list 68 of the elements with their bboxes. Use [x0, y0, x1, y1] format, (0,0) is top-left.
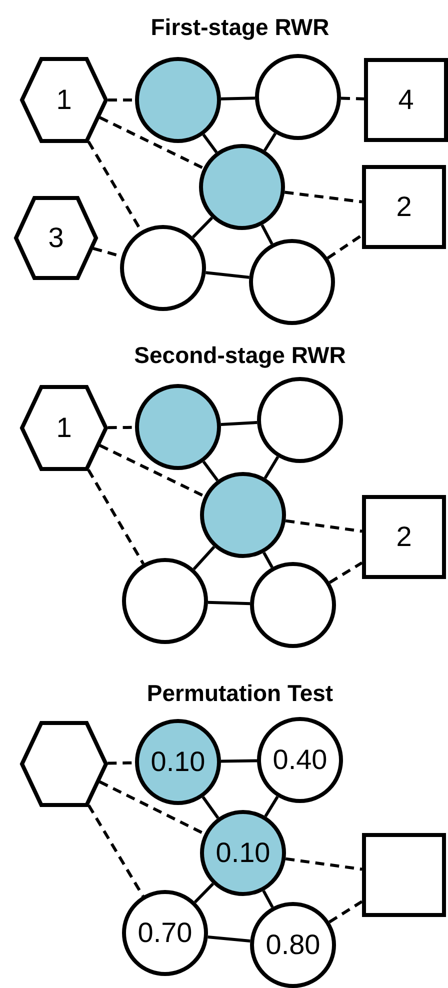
- panel-title: Permutation Test: [146, 680, 334, 707]
- square-node: [362, 833, 446, 917]
- connector-line: [220, 759, 258, 763]
- connector-line: [262, 552, 274, 568]
- hexagon-node: [20, 57, 108, 143]
- circle-node: [249, 239, 335, 325]
- connector-line: [202, 134, 218, 154]
- dashed-line: [99, 444, 205, 498]
- dashed-line: [326, 234, 363, 260]
- circle-node: [250, 562, 336, 648]
- connector-line: [208, 600, 250, 606]
- dashed-line: [285, 519, 362, 533]
- panel-title: First-stage RWR: [150, 14, 330, 41]
- circle-node: [120, 225, 206, 311]
- circle-node: [200, 810, 286, 896]
- hexagon-node: [14, 196, 98, 280]
- connector-line: [264, 456, 280, 479]
- hexagon-node: [20, 385, 108, 471]
- panel-title: Second-stage RWR: [134, 342, 346, 369]
- node-label: 4: [398, 84, 414, 116]
- node-label: 0.10: [150, 746, 206, 778]
- dashed-line: [108, 98, 135, 102]
- connector-line: [202, 796, 220, 819]
- hexagon-node: [20, 721, 108, 807]
- dashed-line: [98, 780, 206, 836]
- dashed-line: [340, 96, 364, 100]
- node-label: 0.70: [138, 917, 192, 949]
- circle-node: [200, 472, 286, 558]
- connector-line: [206, 271, 250, 279]
- connector-line: [194, 882, 214, 904]
- connector-line: [192, 216, 214, 238]
- node-label: 0.10: [216, 837, 270, 869]
- square-node: [364, 58, 448, 142]
- connector-line: [263, 132, 277, 152]
- node-label: 3: [48, 222, 64, 254]
- dashed-line: [99, 116, 204, 170]
- connector-line: [260, 224, 274, 245]
- circle-node: [135, 719, 221, 805]
- connector-line: [192, 546, 216, 570]
- circle-node: [122, 558, 208, 644]
- node-label: 2: [396, 521, 412, 553]
- circle-node: [257, 717, 343, 803]
- circle-node: [122, 890, 208, 976]
- node-label: 1: [56, 84, 72, 116]
- node-label: 0.40: [272, 744, 328, 776]
- dashed-line: [87, 804, 144, 897]
- circle-node: [135, 384, 221, 470]
- circle-node: [255, 54, 341, 140]
- connector-line: [264, 796, 279, 818]
- connector-line: [220, 96, 256, 100]
- circle-node: [199, 144, 285, 230]
- connector-line: [262, 890, 274, 908]
- square-node: [362, 495, 446, 579]
- square-node: [362, 165, 446, 249]
- dashed-line: [87, 468, 145, 565]
- node-label: 1: [56, 412, 72, 444]
- connector-line: [220, 420, 258, 426]
- dashed-line: [284, 190, 362, 204]
- node-label: 0.80: [266, 929, 320, 961]
- dashed-line: [328, 561, 363, 584]
- dashed-line: [285, 857, 362, 871]
- circle-node: [257, 377, 343, 463]
- circle-node: [135, 57, 221, 143]
- dashed-line: [328, 900, 363, 924]
- connector-line: [208, 936, 250, 942]
- circle-node: [250, 902, 336, 988]
- connector-line: [202, 460, 219, 482]
- node-label: 2: [396, 191, 412, 223]
